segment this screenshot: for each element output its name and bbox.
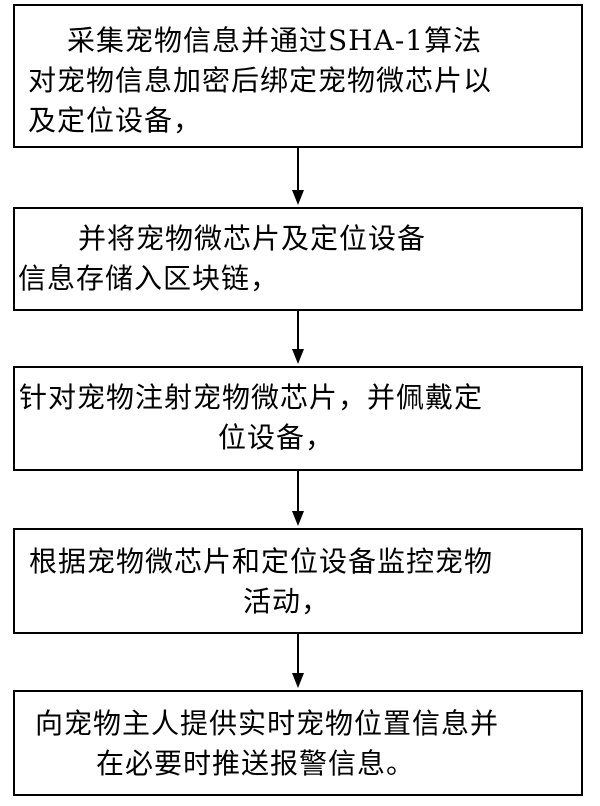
arrow-1-head-icon [292,190,304,205]
arrow-1-to-2 [292,148,304,205]
flow-step-5-line-1: 向宠物主人提供实时宠物位置信息并 [35,707,500,740]
flow-step-1-line-2: 对宠物信息加密后绑定宠物微芯片以 [28,64,493,97]
flow-step-3-line-1: 针对宠物注射宠物微芯片，并佩戴定 [19,381,484,414]
flow-step-4-line-2: 活动， [243,585,331,618]
flow-step-5-line-2: 在必要时推送报警信息。 [96,747,416,780]
flow-step-3-line-2: 位设备， [218,421,335,454]
arrow-2-to-3 [292,311,304,364]
flow-step-2-line-2: 信息存储入区块链， [18,262,280,295]
flow-step-5-box: 向宠物主人提供实时宠物位置信息并 在必要时推送报警信息。 [13,690,583,796]
arrow-3-head-icon [292,511,304,526]
arrow-4-to-5 [292,634,304,688]
flow-step-1-line-3: 及定位设备， [28,104,203,137]
flow-step-1-box: 采集宠物信息并通过SHA-1算法 对宠物信息加密后绑定宠物微芯片以 及定位设备， [13,4,583,148]
flow-step-4-line-1: 根据宠物微芯片和定位设备监控宠物 [29,545,494,578]
flow-step-2-line-1: 并将宠物微芯片及定位设备 [78,222,427,255]
arrow-3-to-4 [292,471,304,526]
flow-step-4-box: 根据宠物微芯片和定位设备监控宠物 活动， [13,528,583,634]
flow-step-3-box: 针对宠物注射宠物微芯片，并佩戴定 位设备， [13,366,583,471]
flow-step-2-box: 并将宠物微芯片及定位设备 信息存储入区块链， [13,207,583,311]
arrow-2-head-icon [292,349,304,364]
arrow-4-head-icon [292,673,304,688]
flow-step-1-line-1: 采集宠物信息并通过SHA-1算法 [67,24,483,57]
